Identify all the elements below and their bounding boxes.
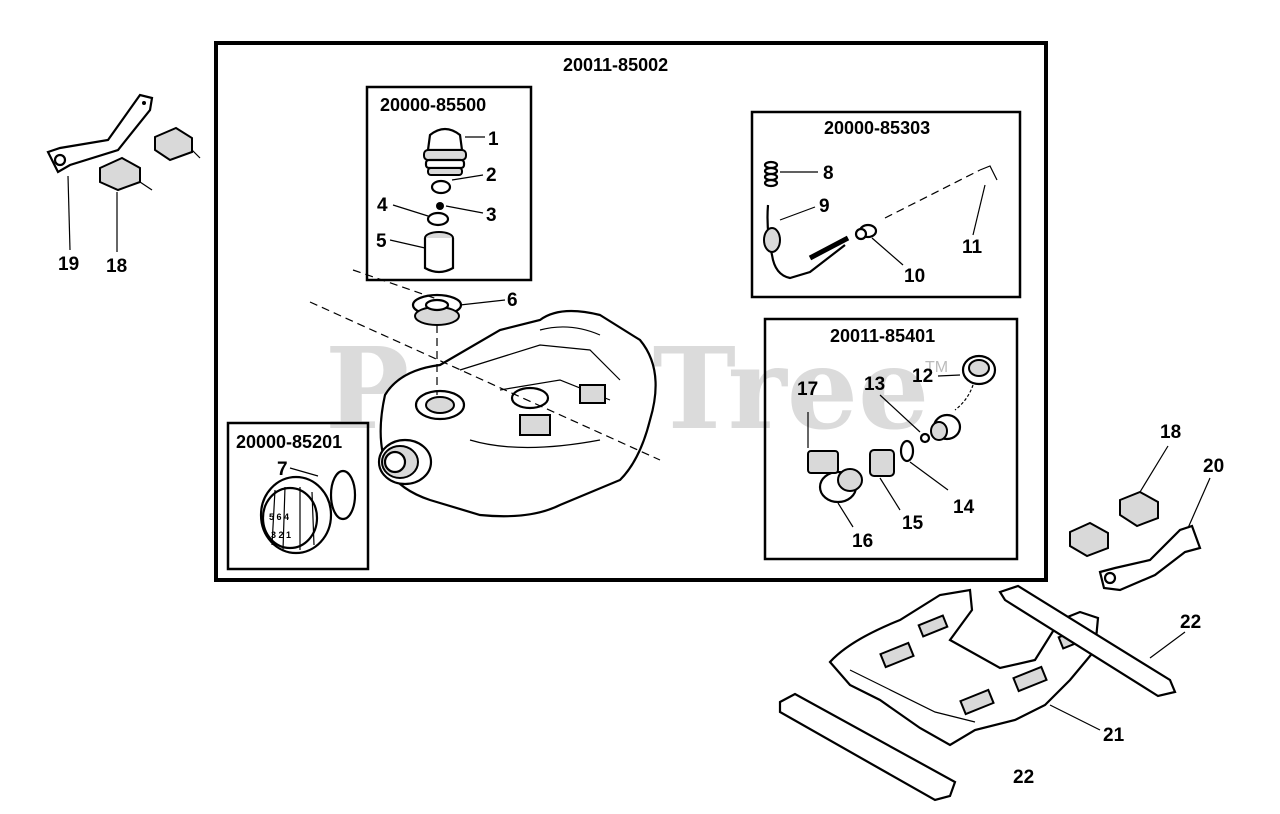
callout-12: 12 <box>912 366 933 387</box>
cap-part-5 <box>423 231 455 274</box>
callout-7: 7 <box>277 459 288 480</box>
bracket-part-18-right <box>1069 490 1159 558</box>
callout-20: 20 <box>1203 456 1224 477</box>
skid-plate-21 <box>828 588 1100 747</box>
callout-18-right: 18 <box>1160 422 1181 443</box>
callout-4: 4 <box>377 195 388 216</box>
filter-assembly-number: 20011-85401 <box>830 326 935 346</box>
cap-part-1 <box>423 127 467 176</box>
spare-cap-marking-1: 5 6 4 <box>269 512 289 522</box>
callout-5: 5 <box>376 231 387 252</box>
filter-part-14 <box>899 439 915 463</box>
cap-part-2 <box>430 179 452 195</box>
callout-22-lower: 22 <box>1013 767 1034 788</box>
callout-1: 1 <box>488 129 499 150</box>
fuel-line-wire-11 <box>884 165 998 219</box>
callout-15: 15 <box>902 513 924 534</box>
tank-gasket-6 <box>411 293 463 326</box>
callout-6: 6 <box>507 290 518 311</box>
filter-part-13 <box>919 432 931 444</box>
callout-18-left: 18 <box>106 256 127 277</box>
rail-part-22-upper <box>998 584 1177 698</box>
callout-17: 17 <box>797 379 818 400</box>
cap-part-3 <box>436 202 444 210</box>
fuel-line-filter-10 <box>854 223 878 241</box>
cap-part-4 <box>426 211 450 227</box>
bracket-part-20 <box>1098 524 1202 592</box>
spare-cap-box <box>226 421 370 571</box>
callout-10: 10 <box>904 266 925 287</box>
filter-part-17 <box>807 450 839 474</box>
fuel-line-assembly-number: 20000-85303 <box>824 118 930 138</box>
callout-21: 21 <box>1103 725 1125 746</box>
rail-part-22-lower <box>778 692 957 802</box>
cap-assembly-box <box>365 85 533 282</box>
callout-19: 19 <box>58 254 79 275</box>
fuel-tank <box>377 309 657 518</box>
fuel-line-assembly-box <box>750 110 1022 299</box>
spare-cap-marking-2: 3 2 1 <box>271 530 291 540</box>
bracket-part-18-left <box>99 126 201 192</box>
callout-11: 11 <box>962 237 983 258</box>
callout-8: 8 <box>823 163 834 184</box>
callout-3: 3 <box>486 205 497 226</box>
filter-part-15 <box>869 449 895 477</box>
bracket-part-19 <box>46 93 154 174</box>
cap-assembly-number: 20000-85500 <box>380 95 486 115</box>
callout-2: 2 <box>486 165 497 186</box>
spare-cap-part-7: 5 6 4 3 2 1 <box>259 469 357 555</box>
main-assembly-number: 20011-85002 <box>563 55 668 75</box>
fuel-line-hose-9 <box>763 204 850 280</box>
callout-13: 13 <box>864 374 885 395</box>
callout-16: 16 <box>852 531 873 552</box>
main-assembly-frame <box>214 41 1048 582</box>
filter-assembly-box <box>763 317 1019 561</box>
callout-9: 9 <box>819 196 830 217</box>
spare-cap-number: 20000-85201 <box>236 432 342 452</box>
filter-part-12 <box>930 354 997 441</box>
callout-14: 14 <box>953 497 975 518</box>
watermark-tm: TM <box>925 359 948 376</box>
callout-22-upper: 22 <box>1180 612 1201 633</box>
fuel-line-spring-8 <box>763 160 779 188</box>
